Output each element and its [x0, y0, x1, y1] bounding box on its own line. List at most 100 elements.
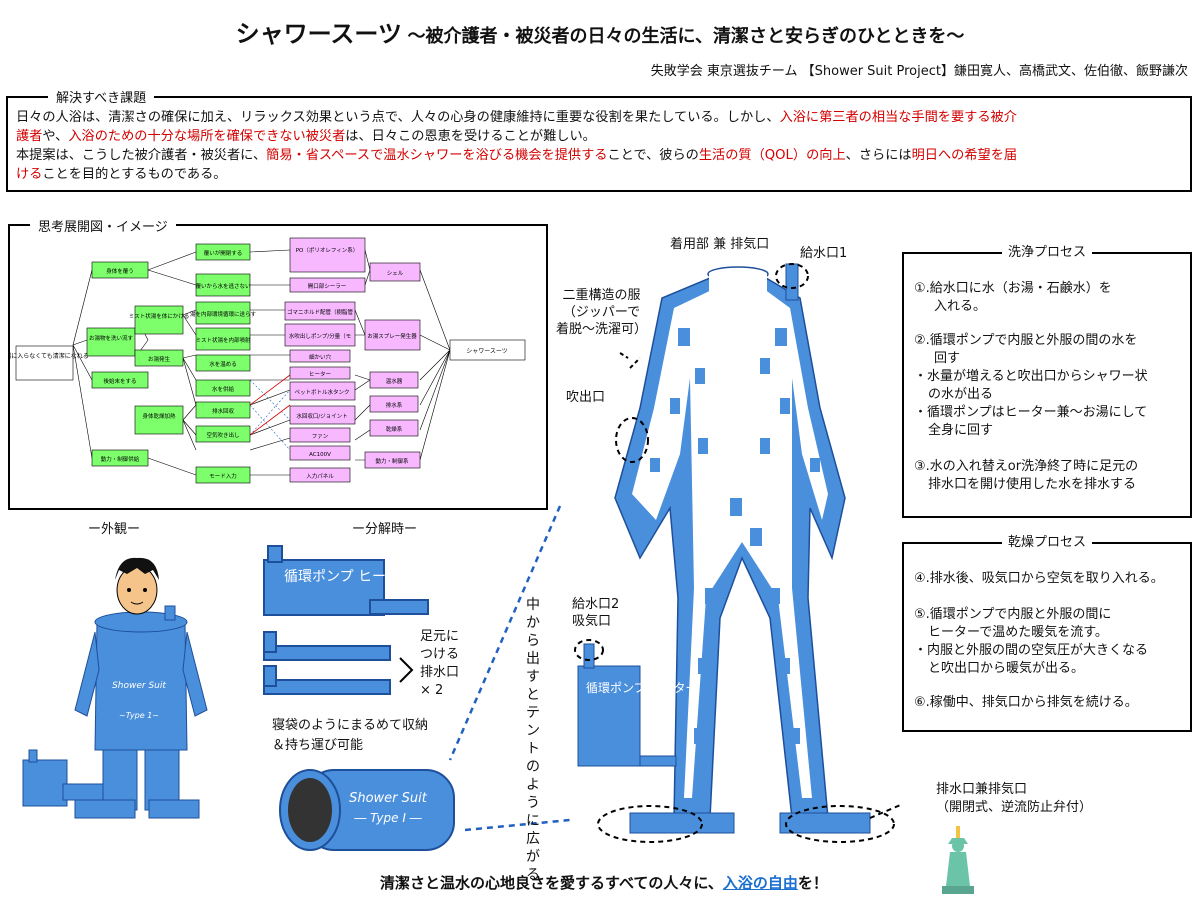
mindmap-pink-node-5: ヒーター [309, 370, 331, 378]
mindmap-pink-node-6: ペットボトル水タンク [294, 388, 349, 396]
suit-diagram [574, 263, 900, 843]
mindmap-green-node-0: 身体を覆う [106, 267, 134, 275]
mindmap-box [8, 224, 548, 510]
mindmap-diagram: お湯に入らなくても清潔になれる シャ [10, 237, 526, 484]
wash-step-3b: 排水口を開け使用した水を排水する [928, 477, 1137, 492]
mindmap-pink-node-15: 乾燥系 [386, 425, 403, 433]
footer-slogan: 清潔さと温水の心地良さを愛するすべての人々に、入浴の自由を！ [380, 872, 828, 893]
wash-step-2c: ・水量が増えると吹出口からシャワー状 [914, 369, 1148, 384]
mindmap-pink-node-16: 動力・制御系 [375, 457, 409, 465]
mindmap-pink-node-13: 温水器 [386, 377, 403, 385]
authors: 失敗学会 東京選抜チーム 【Shower Suit Project】鎌田寛人、高… [650, 64, 1188, 79]
drain-exhaust-label: 排水口兼排気口 （開閉式、逆流防止弁付） [936, 781, 1092, 817]
tent-label: 中から出すとテントのように広がる [526, 597, 540, 883]
mindmap-pink-node-4: 細かい穴 [309, 353, 332, 361]
problem-text-4: ことを目的とするものである。 [42, 167, 227, 182]
mindmap-pink-node-12: お湯スプレー発生器 [367, 332, 417, 340]
problem-text-3-b: ことで、彼らの [607, 148, 699, 163]
disassembled-figure [263, 545, 429, 695]
dry-process-title: 乾燥プロセス [904, 534, 1190, 552]
rolled-suit-figure: Shower Suit ― Type Ⅰ ― [279, 769, 455, 851]
problem-text-3-c: 、さらには [845, 148, 912, 163]
nozzle-label: 吹出口 [566, 390, 606, 405]
mindmap-green-node-9: 湯を内部環境循環に送らす [190, 310, 256, 318]
exterior-suit-label: Shower Suit [112, 681, 166, 691]
problem-label: 解決すべき課題 [48, 87, 155, 106]
wash-step-3: ③.水の入れ替えor洗浄終了時に足元の [914, 459, 1139, 474]
wash-step-1: ①.給水口に水（お湯・石鹸水）を [914, 281, 1112, 296]
dry-step-4: ④.排水後、吸気口から空気を取り入れる。 [914, 571, 1164, 586]
pump-unit-label: 循環ポンプ ヒーター [586, 681, 698, 695]
mindmap-green-node-11: 水を温める [209, 360, 237, 368]
neck-label: 着用部 兼 排気口 [670, 237, 770, 252]
problem-text-3-red-b: 生活の質（QOL）の向上 [698, 148, 846, 163]
mindmap-pink-node-7: 水回収口/ジョイント [296, 412, 347, 420]
drain-exhaust-label-2: （開閉式、逆流防止弁付） [936, 800, 1093, 815]
wash-step-2f: 全身に回す [928, 423, 994, 438]
wash-step-2d: の水が出る [928, 387, 994, 402]
mindmap-pink-node-10: 入力パネル [306, 472, 334, 480]
dry-step-5b: ヒーターで温めた暖気を流す。 [928, 625, 1108, 640]
mindmap-green-node-7: 覆いが開閉する [204, 249, 243, 257]
inlet2-label-1: 給水口2 [572, 597, 620, 612]
disassembled-pump-label: 循環ポンプ ヒーター [284, 569, 415, 585]
mindmap-green-node-15: モード入力 [209, 472, 237, 480]
statue-of-liberty-icon [942, 826, 974, 894]
mindmap-pink-node-14: 排水系 [386, 401, 403, 409]
problem-text-2-red-b: 入浴のための十分な場所を確保できない被災者 [68, 129, 346, 144]
inlet2-label-2: 吸気口 [572, 614, 612, 629]
problem-text-3-red-c: 明日への希望を届 [911, 148, 1018, 163]
roll-label: 寝袋のようにまるめて収納 ＆持ち運び可能 [272, 716, 428, 756]
footer-text-end: を！ [797, 874, 828, 892]
problem-text-1-red: 入浴に第三者の相当な手間を要する被介 [779, 110, 1017, 125]
mindmap-label: 思考展開図・イメージ [30, 216, 176, 235]
mindmap-green-node-5: お湯発生 [148, 355, 171, 363]
mindmap-green-node-6: 身体乾燥加熱 [142, 412, 176, 420]
footer-text: 清潔さと温水の心地良さを愛するすべての人々に、 [380, 874, 723, 892]
mindmap-pink-node-8: ファン [312, 433, 329, 440]
drain-exhaust-label-1: 排水口兼排気口 [936, 782, 1028, 797]
wash-process-title: 洗浄プロセス [904, 244, 1190, 262]
foot-drain-label-3: 排水口 [420, 665, 460, 680]
double-structure-label-2: （ジッパーで [562, 305, 641, 320]
disassembled-label: ー分解時ー [352, 522, 418, 537]
wash-step-2e: ・循環ポンプはヒーター兼～お湯にして [914, 405, 1148, 420]
roll-label-2: ＆持ち運び可能 [272, 738, 364, 753]
mindmap-green-node-4: ミスト状湯を体にかける [129, 312, 190, 320]
mindmap-pink-node-2: ゴマニホルド配管（樹脂管 [287, 308, 354, 316]
footer-link[interactable]: 入浴の自由 [722, 874, 798, 892]
rolled-suit-type: ― Type Ⅰ ― [353, 811, 422, 825]
rolled-suit-label: Shower Suit [349, 791, 428, 806]
mindmap-green-node-1: お湯物を洗い流す [89, 334, 134, 342]
roll-label-1: 寝袋のようにまるめて収納 [272, 718, 429, 733]
problem-text-1: 日々の人浴は、清潔さの確保に加え、リラックス効果という点で、人々の心身の健康維持… [16, 110, 780, 125]
dry-step-5c: ・内服と外服の間の空気圧が大きくなる [914, 643, 1149, 658]
exterior-label: ー外観ー [88, 522, 141, 537]
mindmap-green-node-2: 後始末をする [103, 377, 136, 385]
mindmap-pink-node-3: 水吹出しポンプ/分量（モ [289, 332, 351, 340]
double-structure-label-3: 着脱～洗濯可） [556, 322, 648, 337]
connector-lines [448, 505, 571, 832]
mindmap-green-node-10: ミスト状湯を内部噴射 [195, 336, 251, 344]
foot-drain-label: 足元に つける 排水口 × 2 [420, 628, 459, 700]
mindmap-pink-node-11: シェル [387, 271, 404, 277]
wash-step-2: ②.循環ポンプで内服と外服の間の水を [914, 333, 1138, 348]
inlet2-label: 給水口2 吸気口 [572, 596, 619, 630]
problem-text-4-red: ける [16, 167, 43, 182]
problem-text-2-red: 護者 [16, 129, 43, 144]
double-structure-label-1: 二重構造の服 [562, 288, 641, 303]
wash-process-panel: 洗浄プロセス ①.給水口に水（お湯・石鹸水）を 入れる。 ②.循環ポンプで内服と… [902, 245, 1192, 518]
exterior-suit-type: ~Type 1~ [119, 711, 159, 720]
mindmap-pink-node-0: PO（ポリオレフィン系） [296, 246, 359, 254]
mindmap-pink-node-1: 開口部シーラー [308, 282, 347, 290]
problem-text-3: 本提案は、こうした被介護者・被災者に、 [16, 148, 267, 163]
mindmap-green-node-13: 排水回収 [212, 407, 235, 415]
page-title: シャワースーツ ～被介護者・被災者の日々の生活に、清潔さと安らぎのひとときを～ [0, 14, 1200, 49]
mindmap-green-node-12: 水を供給 [212, 385, 235, 393]
title-sub: ～被介護者・被災者の日々の生活に、清潔さと安らぎのひとときを～ [407, 26, 965, 47]
foot-drain-label-1: 足元に [420, 629, 460, 644]
dry-process-panel: 乾燥プロセス ④.排水後、吸気口から空気を取り入れる。 ⑤.循環ポンプで内服と外… [902, 535, 1192, 732]
mindmap-final-node: シャワースーツ [466, 348, 508, 355]
exterior-figure: Shower Suit ~Type 1~ [22, 557, 208, 819]
problem-text: 日々の人浴は、清潔さの確保に加え、リラックス効果という点で、人々の心身の健康維持… [16, 108, 1181, 184]
